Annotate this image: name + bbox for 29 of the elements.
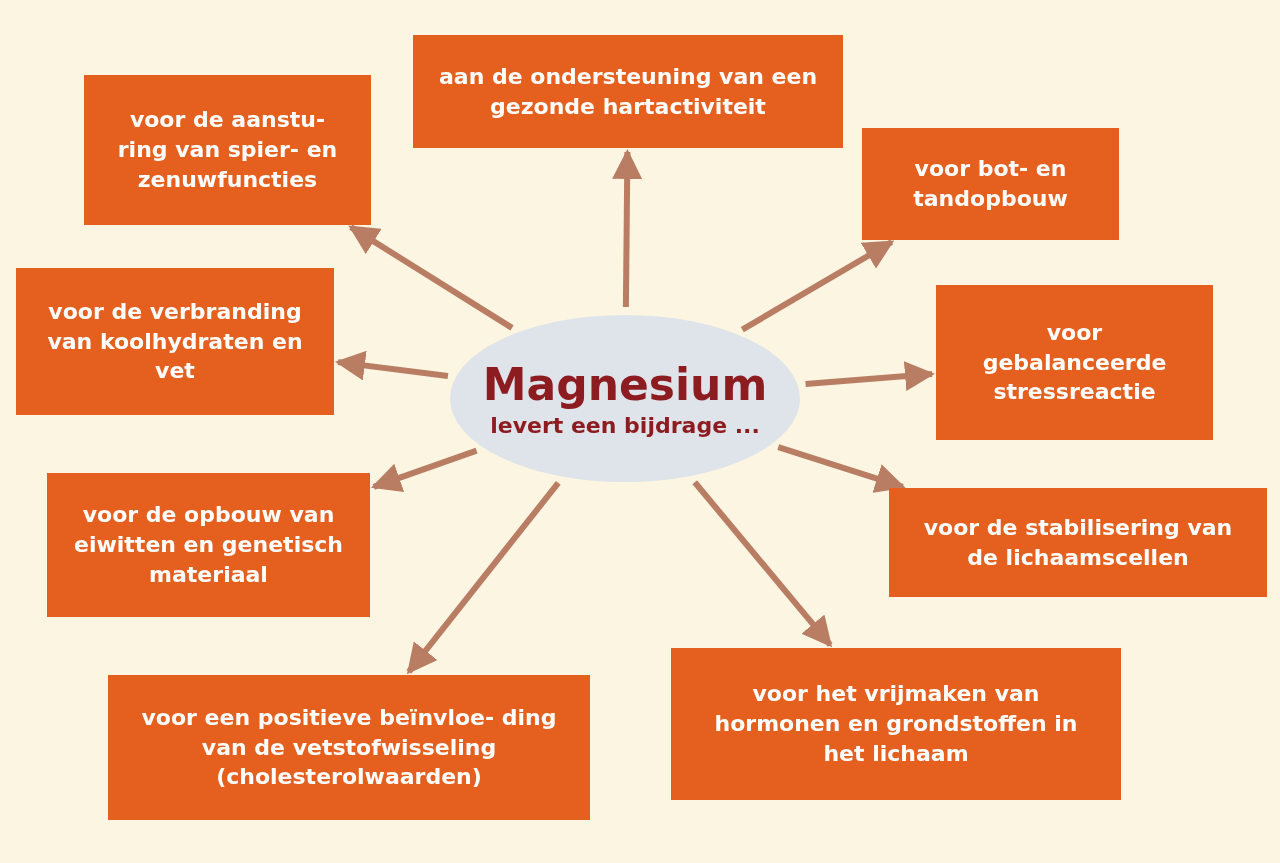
arrow xyxy=(692,480,833,648)
arrow xyxy=(805,361,935,391)
arrow xyxy=(348,224,514,331)
benefit-text: voor de verbranding van koolhydraten en vet xyxy=(46,297,304,386)
benefit-text: voor de opbouw van eiwitten en genetisch materiaal xyxy=(73,501,344,589)
arrow xyxy=(370,447,478,493)
center-subtitle: levert een bijdrage ... xyxy=(490,412,760,440)
benefit-box xyxy=(16,268,334,415)
benefit-box xyxy=(671,648,1121,800)
benefit-text: voor een positieve beïnvloe- ding van de vetstofwisseling (cholesterolwaarden) xyxy=(140,703,558,792)
benefit-box xyxy=(84,75,371,225)
benefit-box xyxy=(889,488,1267,597)
benefit-box xyxy=(413,35,843,148)
benefit-box xyxy=(936,285,1213,440)
benefit-box xyxy=(108,675,590,820)
benefit-text: voor het vrijmaken van hormonen en grondstoffen in het lichaam xyxy=(713,680,1079,768)
benefit-box xyxy=(47,473,370,617)
benefit-text: voor gebalanceerde stressreactie xyxy=(981,318,1168,407)
arrow xyxy=(406,481,561,675)
center-title: Magnesium xyxy=(482,358,768,413)
arrow xyxy=(777,444,906,493)
arrow xyxy=(335,350,449,381)
benefit-box xyxy=(862,128,1119,240)
benefit-text: aan de ondersteuning van een gezonde hartactiviteit xyxy=(437,62,819,121)
benefit-text: voor de aanstu- ring van spier- en zenuwfuncties xyxy=(116,106,339,194)
benefit-text: voor bot- en tandopbouw xyxy=(912,155,1069,213)
benefit-text: voor de stabilisering van de lichaamscellen xyxy=(922,513,1234,572)
arrow xyxy=(612,149,643,308)
arrow xyxy=(740,239,895,333)
